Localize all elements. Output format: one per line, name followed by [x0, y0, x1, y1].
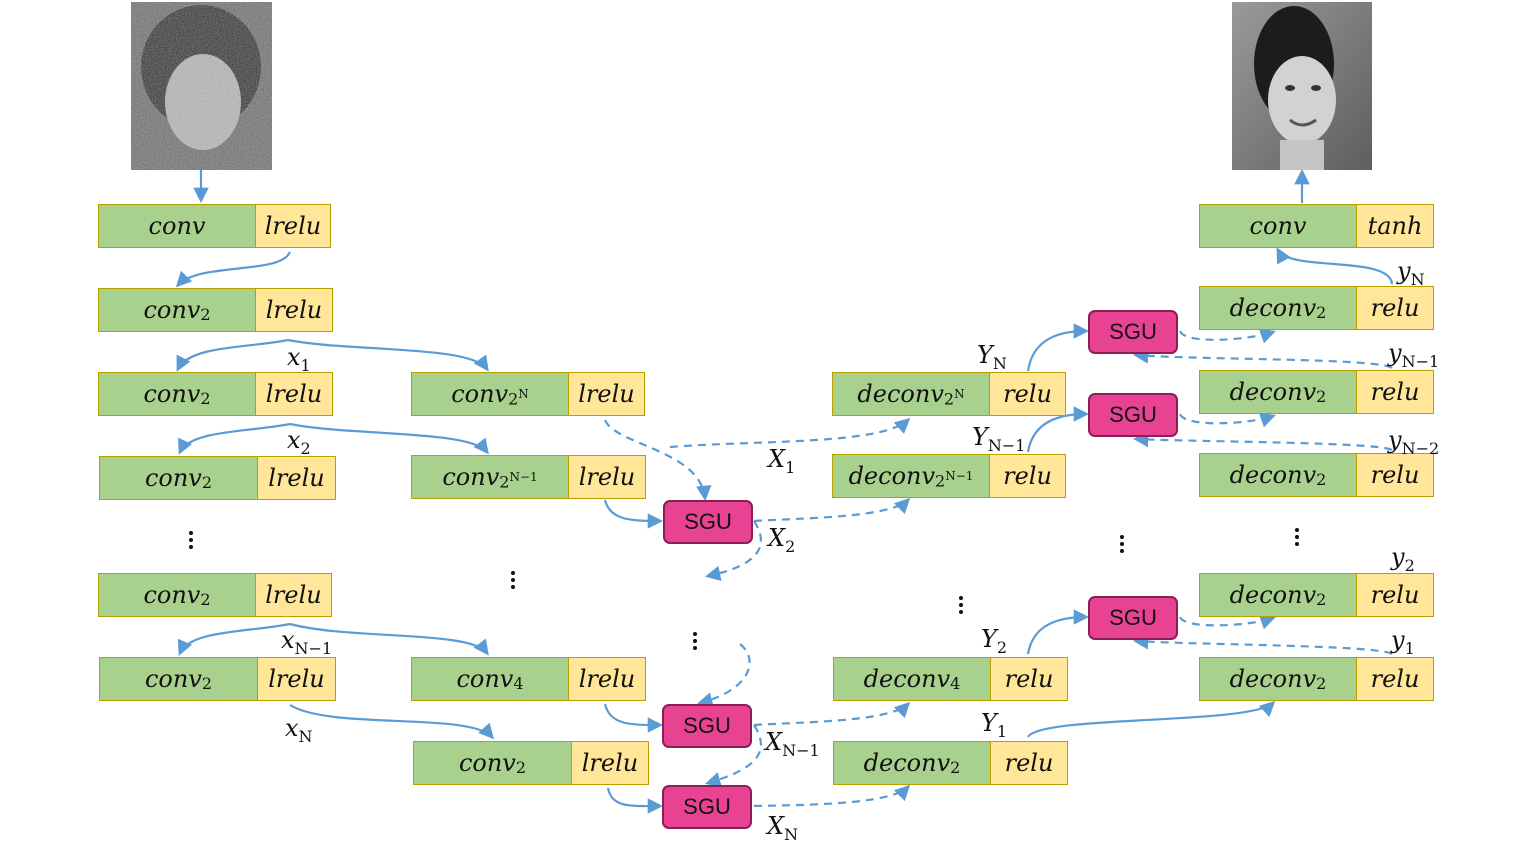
ellipsis-encoder: [188, 531, 194, 552]
label-x2: x2: [287, 426, 311, 458]
arrow-enc1-to-br1: [287, 338, 489, 372]
arrow-enc5-to-br4: [289, 704, 495, 740]
label-X2: X2: [768, 524, 796, 556]
dashed-x1-to-dec1: [669, 417, 911, 449]
arrow-dec2-to-sgu: [1026, 406, 1090, 453]
arrow-dec1-to-sgu: [1026, 323, 1090, 372]
label-Xn: XN: [767, 812, 799, 844]
sgu-right-2: SGU: [1088, 393, 1178, 437]
ellipsis-deconv-right: [1294, 528, 1300, 549]
ellipsis-sgu-center: [692, 632, 698, 653]
dashed-rd2-to-sgu1: [1132, 348, 1393, 369]
label-yN2: yN−2: [1388, 426, 1440, 458]
sgu-right-1: SGU: [1088, 310, 1178, 354]
arrow-conv-to-enc1: [175, 251, 292, 288]
dashed-sgu3-down: [705, 724, 763, 787]
dashed-dots-to-sgu: [697, 643, 751, 708]
dashed-sgu1-to-rd1: [1178, 328, 1276, 344]
arrow-rd1-to-outconv: [1276, 247, 1394, 285]
label-YN: YN: [977, 341, 1007, 373]
sgu-center-2: SGU: [662, 704, 752, 748]
label-Y2: Y2: [981, 625, 1008, 657]
arrow-br4-to-sgu: [606, 787, 664, 814]
dashed-sgu2-to-rd2: [1178, 412, 1276, 428]
arrow-dec3-to-sgu: [1026, 609, 1090, 655]
sgu-center-3: SGU: [662, 785, 752, 829]
dashed-sgu-down: [704, 520, 763, 581]
ellipsis-branch: [510, 571, 516, 592]
sgu-right-3: SGU: [1088, 596, 1178, 640]
label-X1: X1: [768, 445, 796, 477]
label-yN: yN: [1397, 257, 1425, 289]
dashed-sgu4-to-dec4: [753, 784, 911, 808]
arrow-br3-to-sgu: [603, 703, 664, 733]
label-y1: y1: [1391, 626, 1415, 658]
label-xn1: xN−1: [281, 626, 333, 658]
block-in-conv: conv lrelu: [98, 204, 331, 248]
arrow-dec4-to-rd5: [1027, 700, 1276, 738]
dashed-sgu3-to-dec3: [753, 701, 911, 727]
ellipsis-sgu-right: [1119, 535, 1125, 556]
arrow-enc2-to-enc3: [178, 422, 291, 455]
label-x1: x1: [287, 343, 311, 375]
restored-face-photo: [1232, 2, 1372, 170]
label-YN1: YN−1: [972, 423, 1026, 455]
block-out-conv: conv tanh: [1199, 204, 1434, 248]
arrow-br2-to-sgu: [603, 499, 664, 529]
dashed-rd3-to-sgu2: [1132, 431, 1393, 452]
ellipsis-deconv-mid: [958, 596, 964, 617]
arrow-enc1-to-enc2: [176, 338, 289, 372]
dashed-rd5-to-sgu3r: [1132, 634, 1393, 655]
arrow-enc4-to-enc5: [177, 622, 291, 656]
noisy-face-photo: [131, 2, 272, 170]
arrow-enc4-to-br3: [289, 622, 489, 656]
label-y2: y2: [1391, 543, 1415, 575]
label-yN1: yN−1: [1388, 339, 1440, 371]
label-Y1: Y1: [981, 709, 1008, 741]
sgu-center-1: SGU: [663, 500, 753, 544]
arrow-enc2-to-br2: [289, 422, 489, 455]
dashed-sgu3r-to-rd4: [1178, 614, 1276, 630]
dashed-br1-to-sgu: [603, 419, 712, 502]
dashed-sgu-to-dec2: [753, 497, 911, 523]
label-xn: xN: [285, 714, 313, 746]
label-Xn1: XN−1: [765, 728, 820, 760]
